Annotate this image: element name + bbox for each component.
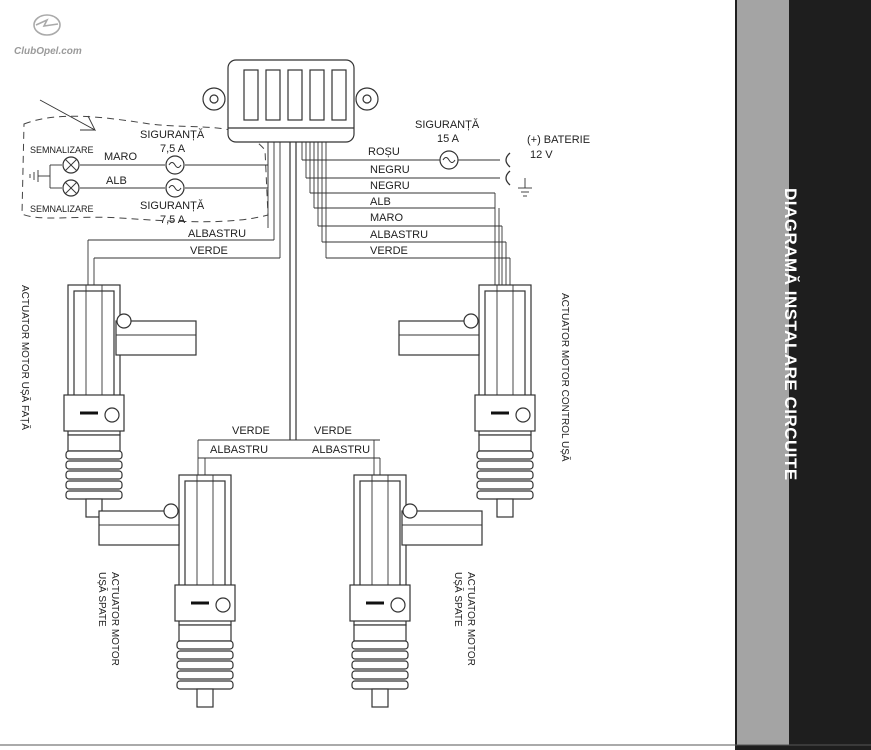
label-wire-albastru-right: ALBASTRU: [370, 229, 428, 241]
title-sidebar: DIAGRAMĂ INSTALARE CIRCUITE: [735, 0, 871, 750]
label-wire-alb: ALB: [106, 175, 127, 187]
label-wire-verde-left: VERDE: [190, 245, 228, 257]
control-module: [202, 59, 379, 143]
battery-connector-icon: [505, 152, 511, 168]
lamp-bottom-icon: [62, 179, 80, 197]
right-wires: [302, 159, 511, 290]
label-semnalizare-top: SEMNALIZARE: [30, 145, 94, 155]
label-wire-maro-right: MARO: [370, 212, 403, 224]
turn-signal-circuit: [29, 142, 269, 198]
actuator-control-door: [398, 283, 537, 519]
label-fuse-top-name: SIGURANȚĂ: [140, 128, 205, 141]
lamp-top-icon: [62, 156, 80, 174]
sidebar-gray-stripe: [737, 0, 789, 745]
logo-text: ClubOpel.com: [14, 46, 82, 57]
actuator-front-door: [62, 283, 197, 519]
actuator-rear-left: [98, 473, 237, 709]
label-rear-verde-right: VERDE: [314, 425, 352, 437]
label-rear-verde-left: VERDE: [232, 425, 270, 437]
label-fuse-15a-value: 15 A: [437, 133, 460, 145]
ground-connector-icon: [505, 170, 511, 186]
label-semnalizare-bottom: SEMNALIZARE: [30, 204, 94, 214]
label-wire-albastru-left: ALBASTRU: [188, 228, 246, 240]
label-fuse-bottom-value: 7,5 A: [160, 214, 186, 226]
pointer-arrow: [39, 99, 97, 132]
label-rear-left-line2: UȘĂ SPATE: [96, 572, 109, 627]
label-fuse-bottom-name: SIGURANȚĂ: [140, 199, 205, 212]
logo: ClubOpel.com: [14, 14, 82, 57]
rear-door-wires: [197, 439, 381, 475]
label-wire-negru-1: NEGRU: [370, 164, 410, 176]
label-fuse-top-value: 7,5 A: [160, 143, 186, 155]
label-wire-negru-2: NEGRU: [370, 180, 410, 192]
label-fuse-15a-name: SIGURANȚĂ: [415, 118, 480, 131]
label-actuator-control-door: ACTUATOR MOTOR CONTROL UȘĂ: [559, 293, 572, 462]
label-wire-verde-right: VERDE: [370, 245, 408, 257]
actuator-rear-right: [348, 473, 483, 709]
label-actuator-front-door: ACTUATOR MOTOR UȘĂ FAȚĂ: [19, 285, 32, 430]
label-battery: (+) BATERIE: [527, 134, 590, 146]
diagram-title: DIAGRAMĂ INSTALARE CIRCUITE: [781, 188, 800, 481]
opel-logo-icon: [33, 14, 61, 36]
label-rear-right-line2: UȘĂ SPATE: [452, 572, 465, 627]
front-door-wires: [87, 239, 280, 290]
label-rear-albastru-right: ALBASTRU: [312, 444, 370, 456]
wire-bundle: [267, 142, 327, 440]
label-rear-right-line1: ACTUATOR MOTOR: [465, 572, 476, 666]
label-wire-maro: MARO: [104, 151, 137, 163]
label-wire-alb-right: ALB: [370, 196, 391, 208]
label-wire-rosu: ROȘU: [368, 146, 400, 158]
label-rear-albastru-left: ALBASTRU: [210, 444, 268, 456]
label-rear-left-line1: ACTUATOR MOTOR: [109, 572, 120, 666]
label-battery-voltage: 12 V: [530, 149, 553, 161]
